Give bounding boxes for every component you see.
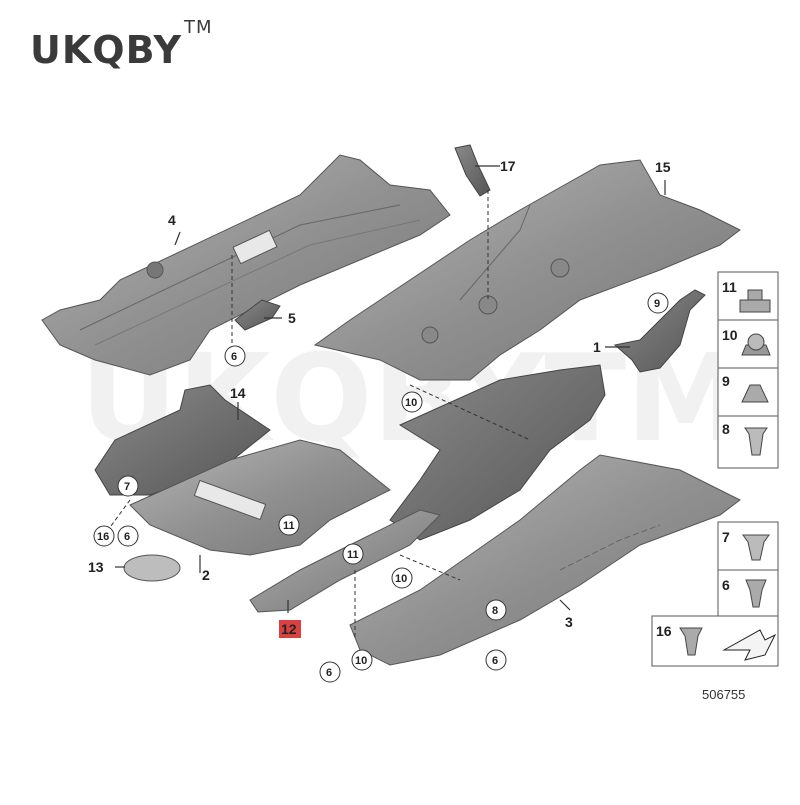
reference-number: 506755 <box>702 687 746 702</box>
svg-text:11: 11 <box>347 549 359 561</box>
flange-screw-icon <box>679 627 703 656</box>
svg-text:6: 6 <box>231 351 237 363</box>
legend-number-11: 11 <box>722 279 737 295</box>
cap-13 <box>123 554 181 582</box>
svg-text:16: 16 <box>97 531 109 543</box>
circled-callout-7: 7 <box>117 475 139 497</box>
underbody-panel-2 <box>129 439 391 556</box>
circled-callout-16: 16 <box>93 525 115 547</box>
underbody-panel-15 <box>313 159 741 381</box>
circled-callout-6-d: 6 <box>319 661 341 683</box>
brand-logo: UKQBYTM <box>30 17 213 72</box>
callout-lines <box>115 165 666 613</box>
callout-4: 4 <box>168 212 176 228</box>
legend-number-10: 10 <box>722 327 738 343</box>
svg-text:6: 6 <box>492 655 498 667</box>
callout-1: 1 <box>593 339 601 355</box>
spring-clip-icon <box>741 384 769 403</box>
svg-text:11: 11 <box>283 520 295 532</box>
circled-callout-10-c: 10 <box>351 649 373 671</box>
tunnel-panel-10 <box>389 364 606 541</box>
bracket-1 <box>613 289 706 373</box>
underbody-panel-14 <box>94 384 271 496</box>
legend-number-16: 16 <box>656 623 672 639</box>
callout-labels: 1 2 3 4 5 13 14 15 17 <box>88 158 671 630</box>
svg-text:9: 9 <box>654 298 660 310</box>
circled-callout-10-b: 10 <box>391 567 413 589</box>
brand-trademark: TM <box>184 17 213 39</box>
underbody-panel-4 <box>41 154 451 376</box>
legend-number-6: 6 <box>722 577 730 593</box>
leader-lines <box>107 190 531 640</box>
circled-callout-8: 8 <box>485 599 507 621</box>
circled-callout-11-a: 11 <box>278 514 300 536</box>
circled-callout-6-a: 6 <box>224 345 246 367</box>
circled-callout-6-c: 6 <box>485 649 507 671</box>
legend-number-9: 9 <box>722 373 730 389</box>
legend-parts <box>679 289 777 661</box>
circled-callout-10-a: 10 <box>401 391 423 413</box>
callout-5: 5 <box>288 310 296 326</box>
callout-12-highlight <box>279 620 301 638</box>
underbody-strip-12 <box>249 509 441 613</box>
brand-name: UKQBY <box>30 28 183 72</box>
bracket-17 <box>454 144 491 197</box>
callout-12: 12 <box>281 621 297 637</box>
legend-number-7: 7 <box>722 529 730 545</box>
callout-2: 2 <box>202 567 210 583</box>
expanding-rivet-icon <box>744 427 768 456</box>
callout-17: 17 <box>500 158 516 174</box>
direction-arrow-icon <box>722 629 777 661</box>
callout-3: 3 <box>565 614 573 630</box>
clip-nut-icon <box>739 289 771 313</box>
svg-text:10: 10 <box>355 655 367 667</box>
svg-text:10: 10 <box>395 573 407 585</box>
circled-callouts: 6 9 10 7 16 6 11 11 10 8 6 6 10 <box>93 292 669 683</box>
svg-text:10: 10 <box>405 397 417 409</box>
callout-14: 14 <box>230 385 246 401</box>
svg-text:6: 6 <box>326 667 332 679</box>
legend-number-8: 8 <box>722 421 730 437</box>
callout-15: 15 <box>655 159 671 175</box>
underbody-panel-3 <box>349 454 741 666</box>
circled-callout-6-b: 6 <box>117 525 139 547</box>
push-rivet-icon <box>742 534 770 561</box>
circled-callout-11-b: 11 <box>342 543 364 565</box>
svg-text:8: 8 <box>492 605 498 617</box>
callout-13: 13 <box>88 559 104 575</box>
screw-icon <box>745 579 767 608</box>
svg-text:7: 7 <box>124 481 130 493</box>
svg-text:6: 6 <box>124 531 130 543</box>
bracket-5 <box>234 299 281 331</box>
legend-numbers: 11 10 9 8 7 6 16 <box>656 279 738 639</box>
circled-callout-9: 9 <box>647 292 669 314</box>
